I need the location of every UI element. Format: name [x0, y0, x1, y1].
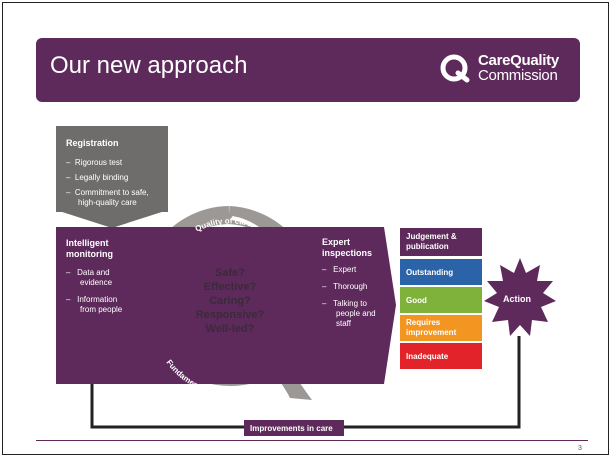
- rating-requires-improvement: [400, 315, 482, 341]
- improvements-label: Improvements in care: [250, 424, 333, 433]
- registration-item: – Rigorous test: [66, 158, 123, 167]
- title-banner: [36, 38, 580, 102]
- quality-of-care-label: Quality of care: [194, 216, 254, 233]
- improvements-box: [244, 420, 344, 436]
- question-responsive: Responsive?: [195, 309, 265, 321]
- rating-inadequate-label: Inadequate: [406, 352, 449, 361]
- inspections-item: – Expert: [322, 265, 357, 274]
- judgement-header-2: publication: [406, 242, 449, 251]
- monitoring-title-2: monitoring: [66, 249, 113, 259]
- footer-divider: [36, 440, 588, 441]
- rating-requires-label-1: Requires: [406, 318, 441, 327]
- registration-item: – Legally binding: [66, 173, 129, 182]
- registration-arrow: [56, 210, 168, 228]
- registration-box: [56, 126, 168, 212]
- rating-outstanding-label: Outstanding: [406, 268, 454, 277]
- rating-good-label: Good: [406, 296, 427, 305]
- inspections-title-1: Expert: [322, 237, 351, 247]
- inspections-item: – Thorough: [322, 282, 368, 291]
- process-band: [56, 227, 384, 384]
- monitoring-item-cont: from people: [80, 305, 123, 314]
- monitoring-item: – Data and: [66, 268, 110, 277]
- question-effective: Effective?: [203, 281, 257, 293]
- slide-title: Our new approach: [50, 52, 248, 79]
- inspections-title-2: inspections: [322, 248, 373, 258]
- action-starburst: [484, 258, 556, 336]
- rating-good: [400, 287, 482, 313]
- action-label: Action: [503, 294, 531, 304]
- monitoring-title-1: Intelligent: [66, 238, 109, 248]
- rating-inadequate: [400, 343, 482, 369]
- rating-requires-label-2: improvement: [406, 328, 457, 337]
- question-caring: Caring?: [209, 295, 251, 307]
- logo-text-line2: Commission: [478, 67, 558, 84]
- registration-item: – Commitment to safe,: [66, 188, 149, 197]
- monitoring-item: – Information: [66, 295, 118, 304]
- judgement-header-1: Judgement &: [406, 232, 457, 241]
- page-number: 3: [578, 445, 582, 452]
- inspections-item-cont: staff: [336, 319, 351, 328]
- fundamentals-of-care-label: Fundamentals of care: [165, 358, 239, 399]
- cqc-logo-icon: [440, 54, 470, 83]
- rating-outstanding: [400, 259, 482, 285]
- inspections-item: – Talking to: [322, 299, 367, 308]
- judgement-header: [400, 228, 482, 256]
- band-arrow-head: [384, 227, 396, 384]
- registration-title: Registration: [66, 138, 119, 148]
- monitoring-item-cont: evidence: [80, 278, 113, 287]
- question-well-led: Well-led?: [205, 323, 255, 335]
- registration-item-cont: high-quality care: [78, 198, 137, 207]
- inspections-item-cont: people and: [336, 309, 376, 318]
- key-questions: Safe? Effective? Caring? Responsive? Wel…: [150, 266, 310, 336]
- logo-text-line1: CareQuality: [478, 52, 559, 69]
- question-safe: Safe?: [215, 267, 245, 279]
